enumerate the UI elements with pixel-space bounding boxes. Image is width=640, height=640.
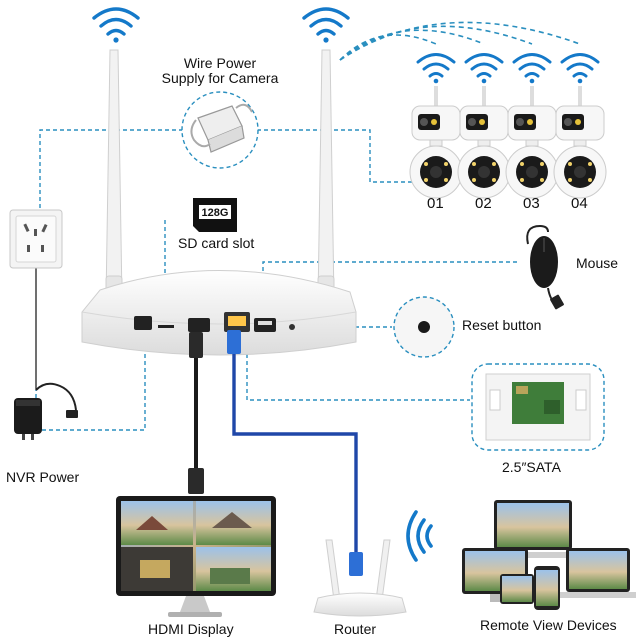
hdmi-display-label: HDMI Display (148, 621, 234, 637)
mouse-icon (526, 224, 564, 310)
nvr-device (81, 270, 357, 356)
camera-icon (505, 86, 559, 199)
wireless-links (339, 21, 581, 61)
sata-label: 2.5″SATA (502, 459, 561, 475)
tablet-icon (500, 574, 534, 604)
camera-group (409, 86, 607, 199)
router-label: Router (334, 621, 377, 637)
sd-card-label: SD card slot (178, 235, 255, 251)
nvr-antenna (105, 49, 335, 305)
hdmi-cable (188, 332, 204, 494)
laptop-icon (482, 500, 584, 558)
nvr-power-label: NVR Power (6, 469, 80, 485)
camera-icon (457, 86, 511, 199)
power-adapter-icon (181, 91, 259, 169)
lan-cable (227, 330, 363, 576)
wifi-icon (560, 53, 600, 84)
wifi-icon (512, 53, 552, 84)
wifi-icon (464, 53, 504, 84)
sd-card-icon (193, 198, 237, 232)
wire-power-label: Wire Power Supply for Camera (161, 55, 279, 87)
reset-button-label: Reset button (462, 317, 542, 333)
wifi-icon (92, 7, 140, 43)
sd-card-capacity: 128G (202, 207, 229, 219)
monitor-icon (116, 496, 276, 617)
camera-number-01: 01 (427, 195, 444, 212)
router-icon (313, 539, 407, 617)
camera-icon (553, 86, 607, 199)
camera-icon (409, 86, 463, 199)
wall-outlet-icon (9, 209, 63, 269)
reset-button-detail (393, 296, 455, 358)
wifi-icon (302, 7, 350, 43)
camera-number-02: 02 (475, 195, 492, 212)
remote-view-label: Remote View Devices (480, 617, 617, 633)
hdd-icon (471, 363, 605, 451)
wifi-icon (406, 510, 433, 562)
power-adapter-icon (14, 382, 78, 440)
laptop-icon (560, 548, 636, 598)
phone-icon (534, 566, 560, 610)
wifi-icon (416, 53, 456, 84)
camera-number-04: 04 (571, 195, 588, 212)
mouse-label: Mouse (576, 255, 619, 271)
camera-number-03: 03 (523, 195, 540, 212)
